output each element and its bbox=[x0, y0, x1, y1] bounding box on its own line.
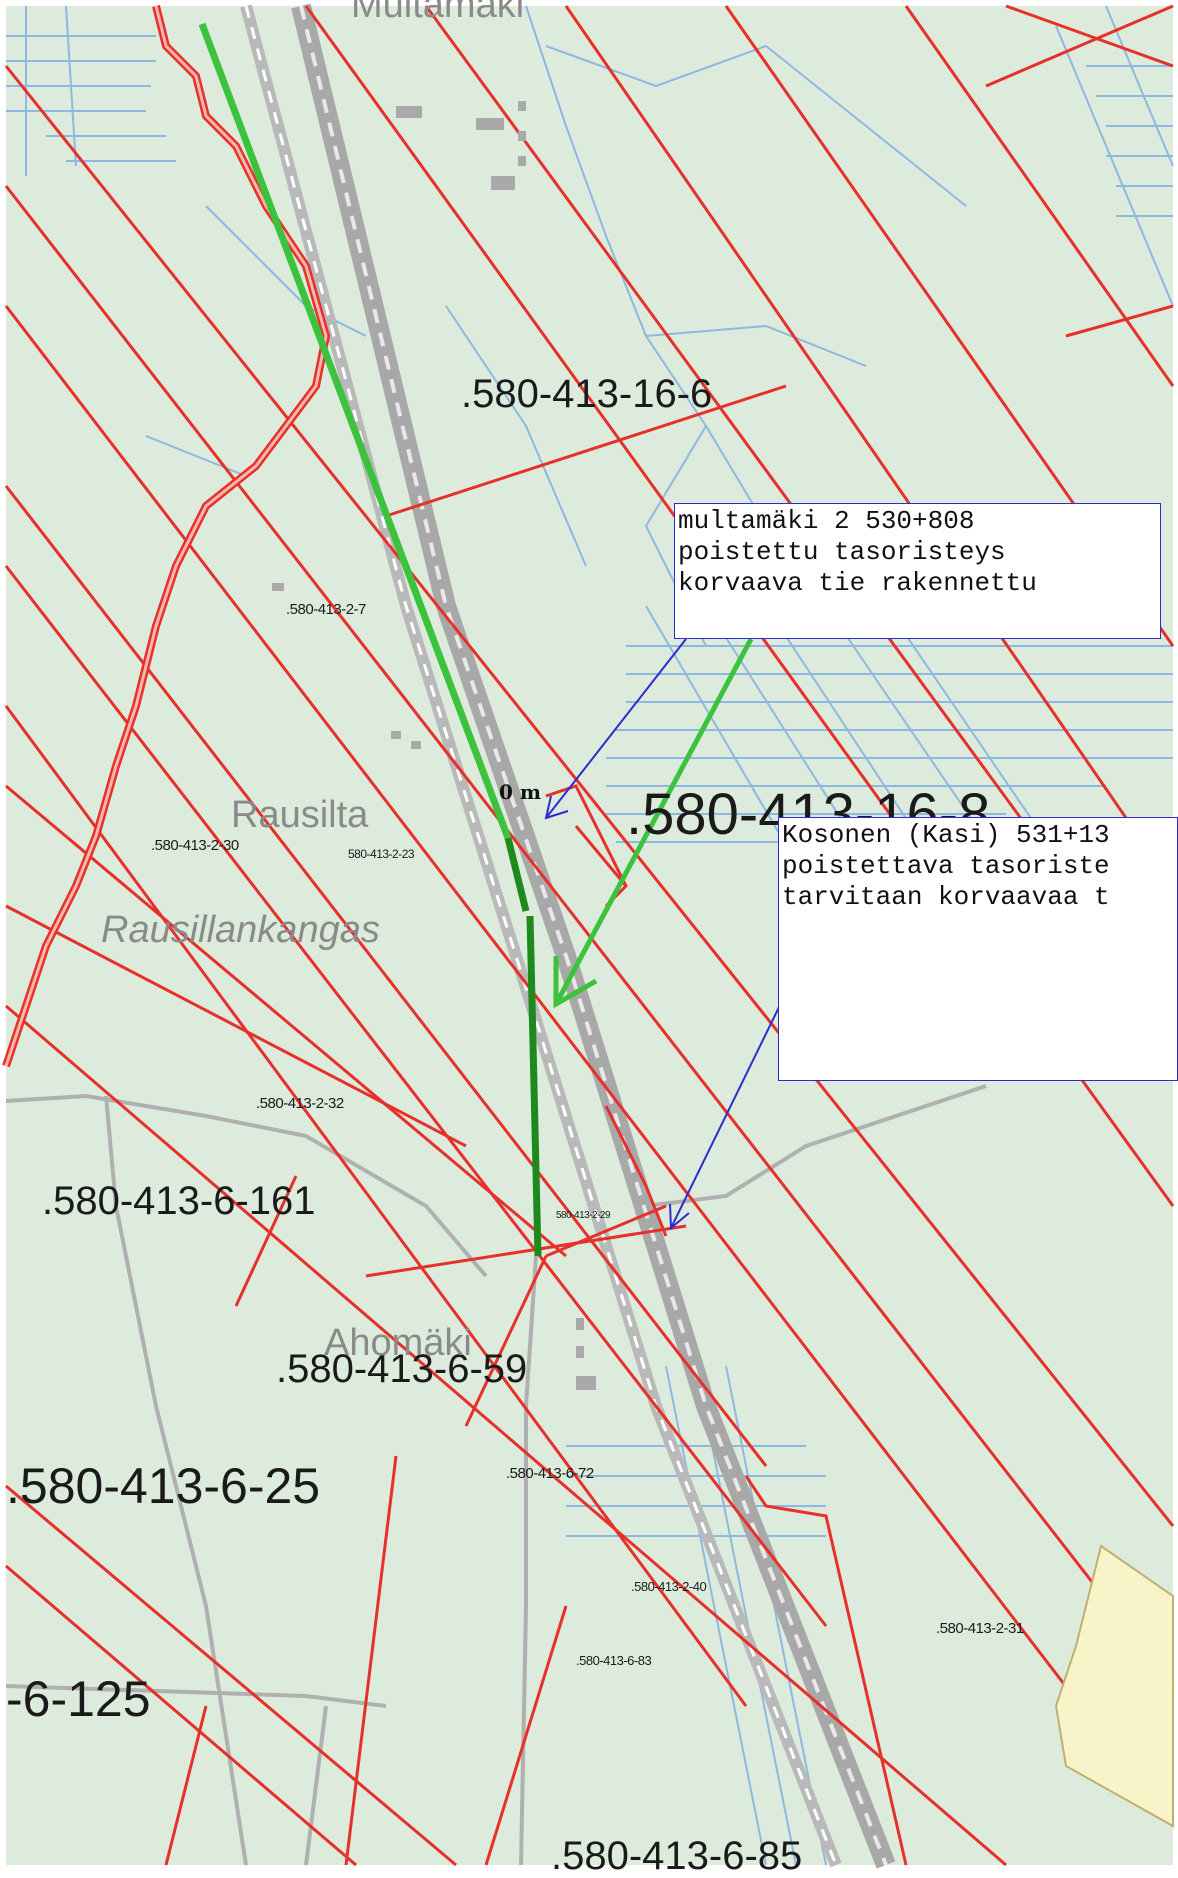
small-parcel-label: .580-413-2-40 bbox=[631, 1579, 707, 1594]
green-routes bbox=[198, 22, 542, 1257]
municipal-border bbox=[2, 5, 331, 1068]
small-parcel-label: .580-413-2-32 bbox=[256, 1095, 344, 1112]
parcel-label: .580-413-6-59 bbox=[276, 1347, 528, 1391]
place-label-ahomaki: Ahomäki bbox=[324, 1322, 472, 1364]
callout-arrows bbox=[544, 637, 783, 1231]
buildings bbox=[272, 101, 596, 1390]
small-parcel-label: 580-413-2-29 bbox=[556, 1210, 611, 1221]
place-label-rausilta: Rausilta bbox=[231, 794, 369, 836]
callout-line: korvaava tie rakennettu bbox=[678, 568, 1037, 598]
callout-kosonen[interactable]: Kosonen (Kasi) 531+13 poistettava tasori… bbox=[778, 817, 1178, 1081]
place-label-rausillankangas: Rausillankangas bbox=[101, 909, 380, 951]
small-parcel-label: .580-413-2-31 bbox=[936, 1620, 1024, 1637]
parcel-label: .580-413-6-25 bbox=[6, 1458, 321, 1514]
title-partial-label: Multamäki bbox=[351, 0, 525, 26]
parcel-label: -6-125 bbox=[6, 1671, 151, 1727]
small-parcel-label: .580-413-6-83 bbox=[576, 1653, 652, 1668]
callout-multamaki[interactable]: multamäki 2 530+808 poistettu tasoristey… bbox=[674, 503, 1161, 639]
developed-area bbox=[1054, 1544, 1174, 1828]
water-hatching-top-left bbox=[6, 5, 176, 176]
callout-line: poistettu tasoristeys bbox=[678, 537, 1006, 567]
callout-line: multamäki 2 530+808 bbox=[678, 506, 975, 536]
railway bbox=[240, 3, 896, 1869]
parcel-label: .580-413-16-6 bbox=[461, 372, 713, 416]
small-parcel-label: .580-413-6-72 bbox=[506, 1465, 594, 1482]
small-parcel-label: .580-413-2-7 bbox=[286, 601, 366, 618]
parcel-label: .580-413-6-85 bbox=[551, 1834, 803, 1878]
roads bbox=[5, 1084, 987, 1866]
map-graphics bbox=[2, 3, 1175, 1869]
streams bbox=[145, 5, 967, 647]
callout-line: poistettava tasoriste bbox=[782, 851, 1110, 881]
small-parcel-label: .580-413-2-30 bbox=[151, 837, 239, 854]
meter-marker-label: 0 m bbox=[499, 780, 542, 804]
parcel-label: .580-413-6-161 bbox=[42, 1179, 316, 1223]
water-hatching-right bbox=[1055, 5, 1174, 307]
small-parcel-label: 580-413-2-23 bbox=[348, 847, 415, 861]
callout-line: tarvitaan korvaavaa t bbox=[782, 882, 1110, 912]
callout-line: Kosonen (Kasi) 531+13 bbox=[782, 820, 1110, 850]
